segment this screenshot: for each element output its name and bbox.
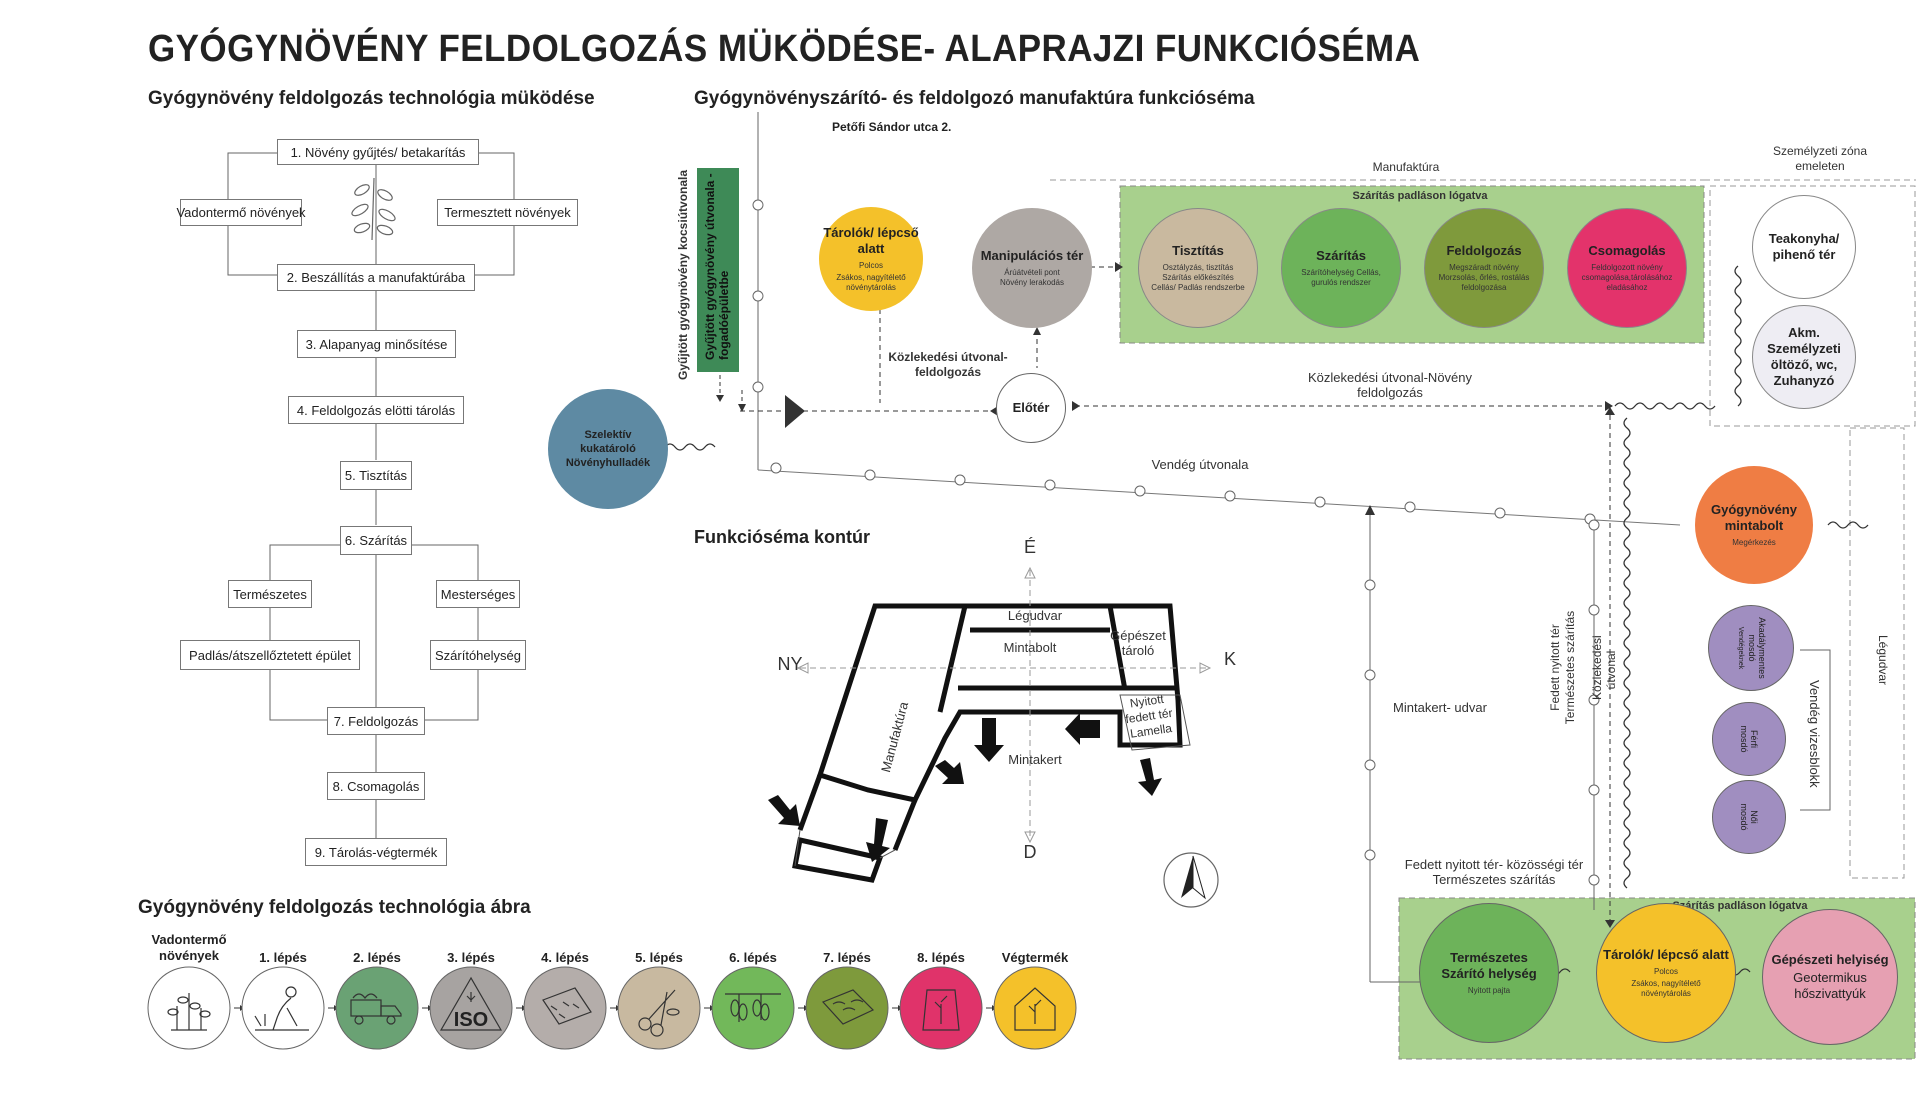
contour-shop: Mintabolt [1003,640,1057,655]
guest-route-label: Vendég útvonala [1151,457,1249,472]
scissors-icon [638,989,680,1037]
female-wc-circle: Női mosdó [1712,780,1786,854]
flow-step-5: 5. Tisztítás [340,461,412,490]
natural-dry-circle: Természetes Szárító helység Nyitott pajt… [1419,903,1559,1043]
step-label-0: Vadontermő növények [151,932,227,963]
crate-icon [542,987,592,1025]
kitchen-circle: Teakonyha/ pihenő tér [1752,195,1856,299]
bag-icon [922,989,960,1031]
gardener-icon [254,986,309,1031]
step-label-5: 5. lépés [635,950,683,965]
contour-plan [792,603,1183,883]
green-bar-label: Gyűjtött gyógynövény útvonala - fogadóép… [703,173,731,360]
flow-step-3: 3. Alapanyag minősítése [297,330,456,358]
storage-circle: Tárolók/ lépcső alatt Polcos Zsákos, nag… [819,207,923,311]
compass-north: É [1023,537,1036,557]
step-label-2: 2. lépés [353,950,401,965]
storage-bottom-circle: Tárolók/ lépcső alatt Polcos Zsákos, nag… [1596,903,1736,1043]
tray-icon [821,989,875,1025]
drying-circle: Szárítás Szárítóhelység Cellás, gurulós … [1281,208,1401,328]
vertical-route-label: Gyűjtött gyógynövény kocsiútvonala [676,169,690,380]
attic-bottom-label: Szárítás padláson lógatva [1672,900,1808,912]
manufaktura-label: Manufaktúra [1372,160,1440,174]
attic-top-label: Szárítás padláson lógatva [1352,190,1488,202]
flow-grown-plants: Termesztett növények [437,199,578,226]
iso-icon [439,976,503,1031]
mechanical-circle: Gépészeti helyiség Geotermikus hőszivatt… [1762,909,1898,1045]
step-circle-3 [429,966,513,1050]
community-space-label: Fedett nyitott tér- közösségi tér Termés… [1404,857,1584,887]
cleaning-circle: Tisztítás Osztályzás, tisztítás Szárítás… [1138,208,1258,328]
truck-icon [350,993,402,1025]
lobby-circle: Előtér [996,373,1066,443]
contour-garden: Mintakert [1008,752,1062,767]
traffic-processing-label: Közlekedési útvonal- feldolgozás [888,350,1008,379]
flow-dryroom: Szárítóhelység [430,640,526,670]
flow-step-4: 4. Feldolgozás elötti tárolás [288,396,464,424]
flow-step-7: 7. Feldolgozás [327,707,425,735]
flow-wild-plants: Vadontermő növények [176,199,306,226]
contour-airyard: Légudvar [1007,608,1063,623]
contour-mech: Gépészet tároló [1110,628,1166,658]
plant-icon [167,993,211,1031]
traffic-vertical-label: Közlekedési útvonal [1590,635,1618,700]
flow-attic: Padlás/átszellőztetett épület [180,640,360,670]
step-circle-2 [335,966,419,1050]
step-label-7: 7. lépés [823,950,871,965]
male-wc-circle: Férfi mosdó [1712,702,1786,776]
staff-circle: Akm. Személyzeti öltöző, wc, Zuhanyzó [1752,305,1856,409]
step-label-1: 1. lépés [259,950,307,965]
page-title: GYÓGYNÖVÉNY FELDOLGOZÁS MÜKÖDÉSE- ALAPRA… [148,28,1421,70]
flow-step-1: 1. Növény gyűjtés/ betakarítás [277,139,479,165]
shop-circle: Gyógynövény mintabolt Megérkezés [1695,466,1813,584]
processing-circle: Feldolgozás Megszáradt növény Morzsolás,… [1424,208,1544,328]
flow-step-2: 2. Beszállítás a manufaktúrába [277,264,475,291]
bottom-heading: Gyógynövény feldolgozás technológia ábra [138,897,531,918]
guest-wc-label: Vendég vizesblokk [1807,680,1822,788]
compass-west: NY [777,654,803,674]
flow-step-6: 6. Szárítás [340,526,412,555]
flow-step-9: 9. Tárolás-végtermék [305,838,447,866]
manipulation-circle: Manipulációs tér Árúátvételi pont Növény… [972,208,1092,328]
compass-south: D [1023,842,1037,862]
packaging-circle: Csomagolás Feldolgozott növény csomagolá… [1567,208,1687,328]
right-heading: Gyógynövényszárító- és feldolgozó manufa… [694,88,1255,109]
left-heading: Gyógynövény feldolgozás technológia mükö… [148,88,595,109]
waste-circle: Szelektív kukatároló Növényhulladék [548,389,668,509]
step-label-4: 4. lépés [541,950,589,965]
compass-east: K [1223,649,1236,669]
step-label-3: 3. lépés [447,950,495,965]
plant-icon [351,177,396,241]
step-label-8: 8. lépés [917,950,965,965]
contour-heading: Funkcióséma kontúr [694,527,871,547]
flow-artificial: Mesterséges [436,580,520,608]
step-label-6: 6. lépés [729,950,777,965]
step-circle-1 [241,966,325,1050]
traffic-plant-label: Közlekedési útvonal-Növény feldolgozás [1307,370,1473,400]
covered-space-label: Fedett nyitott tér Természetes szárítás [1548,610,1577,725]
contour-open-space: Nyitott fedett tér Lamella [1124,691,1174,741]
step-label-9: Végtermék [1001,950,1069,965]
staff-zone-label: Személyzeti zóna emeleten [1772,144,1868,173]
airyard-right-label: Légudvar [1876,635,1890,686]
iso-text: ISO [454,1009,488,1031]
house-icon [1014,987,1056,1031]
flow-natural: Természetes [228,580,312,608]
drying-icon [725,993,781,1022]
garden-yard-label: Mintakert- udvar [1393,700,1487,715]
north-compass-icon [1163,852,1219,908]
step-circle-4 [523,966,607,1050]
address-label: Petőfi Sándor utca 2. [832,120,952,134]
flow-step-8: 8. Csomagolás [327,772,425,800]
